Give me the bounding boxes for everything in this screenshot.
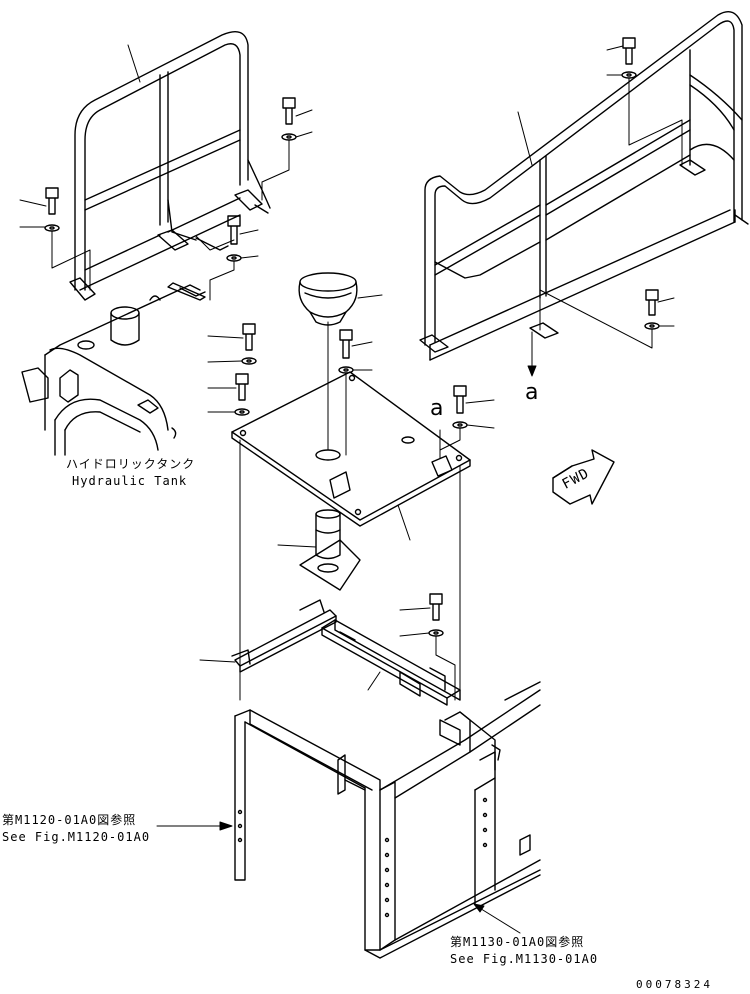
leader-lines [19, 44, 683, 934]
ref-m1120-label-en: See Fig.M1120-01A0 [2, 830, 151, 844]
right-support-bracket [321, 619, 461, 706]
hydraulic-tank [21, 284, 206, 456]
ref-m1130-label-ja: 第M1130-01A0図参照 [450, 935, 585, 949]
detail-marker-a-rail: a [525, 380, 539, 405]
fwd-arrow [552, 449, 615, 505]
filler-neck [299, 509, 361, 591]
ref-m1120-label-ja: 第M1120-01A0図参照 [2, 813, 137, 827]
left-handrail [69, 31, 269, 301]
detail-marker-a-plate: a [430, 396, 444, 421]
frame [234, 681, 541, 959]
air-breather [298, 272, 358, 326]
right-handrail [419, 11, 749, 361]
ref-m1130-label-en: See Fig.M1130-01A0 [450, 952, 599, 966]
left-rail-brackets [167, 159, 271, 301]
left-support-bracket [231, 599, 337, 673]
drawing-code: 00078324 [636, 978, 713, 991]
hydraulic-tank-label-ja: ハイドロリックタンク [66, 457, 196, 471]
hydraulic-tank-label-en: Hydraulic Tank [72, 474, 188, 488]
cover-plate [231, 371, 471, 527]
